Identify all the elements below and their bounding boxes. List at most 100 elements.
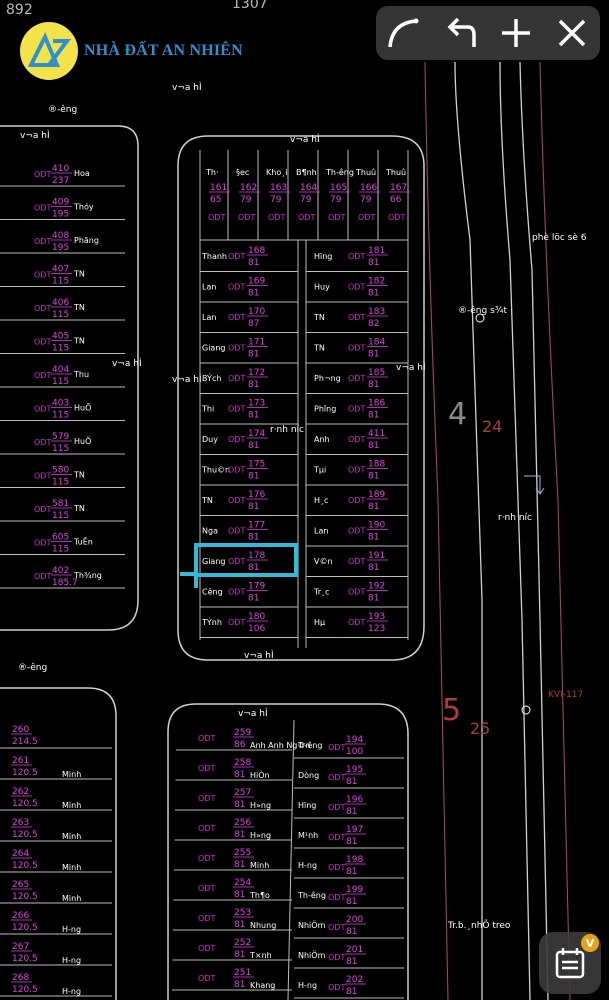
lot-left-11-odt: ODT	[228, 588, 245, 597]
lot-left-11-name: C­êng	[202, 587, 223, 597]
lot-bottom-mid-2-number: 257	[234, 788, 251, 798]
lot-bottom-right-6-odt: ODT	[328, 923, 345, 932]
lot-top-5-number: 166	[360, 183, 377, 193]
lot-far-left-3-number: 407	[52, 265, 69, 275]
lot-bottom-right-8-area: 81	[346, 987, 357, 997]
lot-right-11-number: 192	[368, 582, 385, 592]
lot-left-4-odt: ODT	[228, 374, 245, 383]
lot-right-4-name: Ph­¬ng	[314, 374, 341, 383]
lot-far-left-1-odt: ODT	[34, 204, 51, 213]
lot-left-3-number: 171	[248, 338, 265, 348]
road-label-1: v¬a hÌ	[172, 81, 202, 93]
map-toolbar	[376, 6, 600, 60]
lot-right-7-odt: ODT	[348, 466, 365, 475]
lot-far-left-2-odt: ODT	[34, 237, 51, 246]
road-label-8: v¬a hÌ	[238, 707, 268, 719]
lot-left-1-odt: ODT	[228, 283, 245, 292]
brand-name: NHÀ ĐẤT AN NHIÊN	[84, 42, 243, 59]
lot-left-6-name: Duy	[202, 435, 218, 444]
undo-button[interactable]	[437, 10, 483, 56]
lot-right-3-odt: ODT	[348, 344, 365, 353]
lot-bottom-left-2-number: 262	[12, 787, 29, 797]
lot-far-left-4-name: TN	[73, 303, 85, 312]
lot-bottom-left-5-name: Minh	[62, 894, 81, 903]
lot-row-lines	[200, 271, 408, 638]
lot-bottom-mid-1-area: 81	[234, 770, 245, 780]
lot-bottom-mid-4-name: Minh	[250, 861, 269, 870]
lot-top-0-name: Th·	[205, 168, 219, 177]
lot-far-left-0-number: 410	[52, 164, 69, 174]
lot-bottom-right-0-area: 100	[346, 747, 363, 757]
undo-icon	[447, 17, 476, 47]
lot-right-10-area: 81	[368, 563, 379, 573]
lot-right-2-odt: ODT	[348, 313, 365, 322]
lot-bottom-right-3-number: 197	[346, 825, 363, 835]
lot-far-left-12-number: 402	[52, 566, 69, 576]
street-label-1: ®-êng	[48, 104, 77, 115]
lot-bottom-mid-7-name: T×nh	[249, 951, 272, 960]
lot-left-0-name: Thanh	[201, 252, 227, 261]
lot-far-left-7-area: 115	[52, 411, 69, 421]
lot-right-10-name: V©n	[314, 557, 333, 566]
lot-top-0-odt: ODT	[208, 213, 225, 222]
lot-left-5-number: 173	[248, 399, 265, 409]
lot-bottom-right-7-name: NhiÖm	[298, 950, 326, 960]
lot-bottom-left-7-number: 267	[12, 942, 29, 952]
lot-left-7-number: 175	[248, 460, 265, 470]
lot-bottom-left-6-number: 266	[12, 911, 29, 921]
lot-bottom-mid-4-area: 81	[234, 860, 245, 870]
lot-top-5-area: 79	[360, 195, 372, 205]
lot-bottom-mid-2-odt: ODT	[198, 794, 215, 803]
lot-bottom-left-8-area: 120.5	[12, 985, 38, 995]
lot-bottom-mid-0-number: 259	[234, 728, 251, 738]
lot-right-8-odt: ODT	[348, 496, 365, 505]
lot-bottom-left-1-number: 261	[12, 756, 29, 766]
lot-bottom-left-7-name: H-ng	[62, 956, 81, 965]
logo-icon	[20, 22, 78, 80]
lot-far-left-4-odt: ODT	[34, 304, 51, 313]
lot-right-7-name: Tµi	[313, 466, 326, 475]
lot-bottom-left-5-number: 265	[12, 880, 29, 890]
lot-right-6-area: 81	[368, 441, 379, 451]
lot-top-5-name: Thuû	[355, 168, 376, 177]
lot-bottom-right-0-name: Tr-êng	[297, 740, 322, 750]
lot-left-12-number: 180	[248, 612, 265, 622]
lot-right-11-name: Tr¸c	[313, 588, 329, 597]
lot-bottom-mid-3-name: H»ng	[250, 831, 271, 840]
selected-lot-outline[interactable]	[194, 543, 298, 577]
lot-far-left-1-name: Thóy	[73, 202, 94, 212]
lot-far-left-10-number: 581	[52, 499, 69, 509]
lot-bottom-left-4-number: 264	[12, 849, 29, 859]
road-label-4: v¬a hÌ	[112, 357, 142, 369]
lot-left-5-name: Thi	[201, 405, 214, 414]
lot-left-9-odt: ODT	[228, 527, 245, 536]
road-label-7: v¬a hÌ	[244, 649, 274, 661]
lot-top-6-name: Thuû	[385, 168, 406, 177]
lot-bottom-right-4-odt: ODT	[328, 863, 345, 872]
close-button[interactable]	[549, 10, 595, 56]
lot-far-left-8-area: 115	[52, 444, 69, 454]
lot-far-left-3-area: 115	[52, 277, 69, 287]
lot-bottom-right-8-odt: ODT	[328, 983, 345, 992]
road-lines	[454, 61, 549, 1000]
left-block-lines	[0, 185, 125, 589]
calendar-button[interactable]: V	[539, 932, 601, 994]
lot-right-3-number: 184	[368, 338, 385, 348]
lot-right-4-number: 185	[368, 368, 385, 378]
lot-right-10-odt: ODT	[348, 557, 365, 566]
lot-far-left-2-number: 408	[52, 231, 69, 241]
curve-tool-button[interactable]	[381, 10, 427, 56]
lot-far-left-4-area: 115	[52, 310, 69, 320]
lot-bottom-right-8-name: H-ng	[298, 981, 317, 990]
lot-left-9-number: 177	[248, 521, 265, 531]
lot-right-9-area: 81	[368, 533, 379, 543]
lot-bottom-mid-8-area: 81	[234, 980, 245, 990]
lot-bottom-mid-5-name: Th¶o	[249, 891, 270, 900]
street-right: ®-êng s¾t	[458, 305, 507, 316]
add-button[interactable]	[493, 10, 539, 56]
block-outlines	[0, 125, 425, 1000]
lot-far-left-7-number: 403	[52, 399, 69, 409]
lot-far-left-2-area: 195	[52, 243, 69, 253]
lot-bottom-mid-5-area: 81	[234, 890, 245, 900]
